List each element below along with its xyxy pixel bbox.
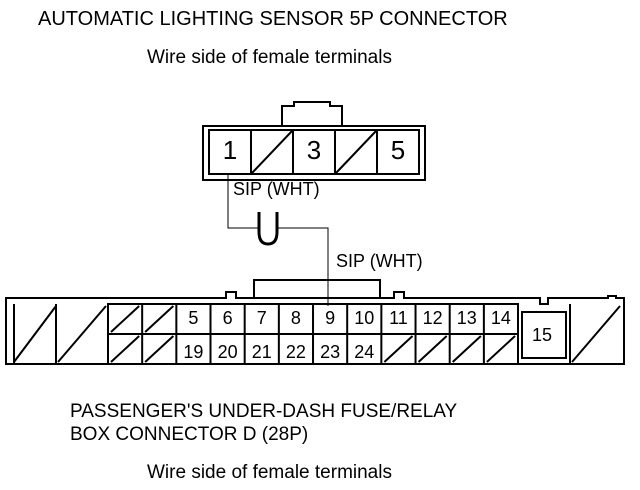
- bottom-connector-pin-row1: 5: [188, 308, 199, 328]
- bottom-connector-title-line2: BOX CONNECTOR D (28P): [70, 424, 309, 445]
- bottom-connector-pin-row2: 24: [354, 342, 375, 362]
- left-dead-cell: [13, 305, 57, 363]
- bottom-connector-pin-row1: 14: [490, 308, 511, 328]
- bottom-connector-pin-row1: 11: [389, 308, 408, 328]
- bottom-connector-subtitle: Wire side of female terminals: [147, 462, 392, 483]
- bottom-connector-pin-row2: 23: [320, 342, 341, 362]
- top-connector-pin: 1: [222, 135, 238, 165]
- top-connector-empty-cavity: [335, 130, 377, 174]
- empty-cavity: [110, 335, 140, 363]
- top-connector-body: [202, 125, 426, 181]
- wire-pin9: [278, 227, 329, 306]
- empty-cavity: [144, 305, 175, 333]
- bottom-connector-cell-15-frame: [521, 311, 567, 359]
- top-connector-title: AUTOMATIC LIGHTING SENSOR 5P CONNECTOR: [38, 8, 508, 30]
- top-connector-latch: [281, 101, 343, 126]
- top-connector-pin: 5: [390, 135, 406, 165]
- empty-cavity: [383, 335, 414, 363]
- wire-label-upper: SIP (WHT): [233, 179, 320, 199]
- bottom-connector-pin-row2: 19: [183, 342, 204, 362]
- bottom-connector-top-housing: [253, 279, 381, 298]
- top-connector-pin: 3: [306, 135, 322, 165]
- bottom-connector-pin-row1: 9: [325, 308, 336, 328]
- bottom-connector-cell-15: 15: [532, 325, 553, 345]
- wire-label-lower: SIP (WHT): [336, 251, 423, 271]
- wire-pin1: [227, 174, 258, 229]
- top-connector-empty-cavity: [251, 130, 293, 174]
- bottom-connector-pin-row2: 20: [217, 342, 238, 362]
- bottom-connector-pin-row1: 6: [222, 308, 233, 328]
- left-dead-cell: [57, 305, 107, 363]
- empty-cavity: [110, 305, 140, 333]
- bottom-connector-title-line1: PASSENGER'S UNDER-DASH FUSE/RELAY: [70, 401, 458, 422]
- top-connector-subtitle: Wire side of female terminals: [147, 47, 392, 68]
- bottom-connector-pin-row1: 10: [354, 308, 375, 328]
- top-connector: [202, 101, 426, 181]
- bottom-connector-pin-row1: 12: [422, 308, 443, 328]
- bottom-connector-pin-row1: 13: [456, 308, 477, 328]
- bottom-connector-pin-row2: 21: [251, 342, 272, 362]
- bottom-connector-pin-row1: 8: [290, 308, 301, 328]
- top-connector-cell-frame: [208, 129, 420, 175]
- empty-cavity: [452, 335, 482, 363]
- empty-cavity: [144, 335, 175, 363]
- empty-cavity: [486, 335, 516, 363]
- bottom-connector-pin-row2: 22: [285, 342, 306, 362]
- splice-symbol: [257, 212, 279, 246]
- bottom-connector-pin-row1: 7: [256, 308, 267, 328]
- empty-cavity: [417, 335, 448, 363]
- bottom-connector-body: [5, 291, 625, 365]
- right-dead-cell: [571, 305, 621, 363]
